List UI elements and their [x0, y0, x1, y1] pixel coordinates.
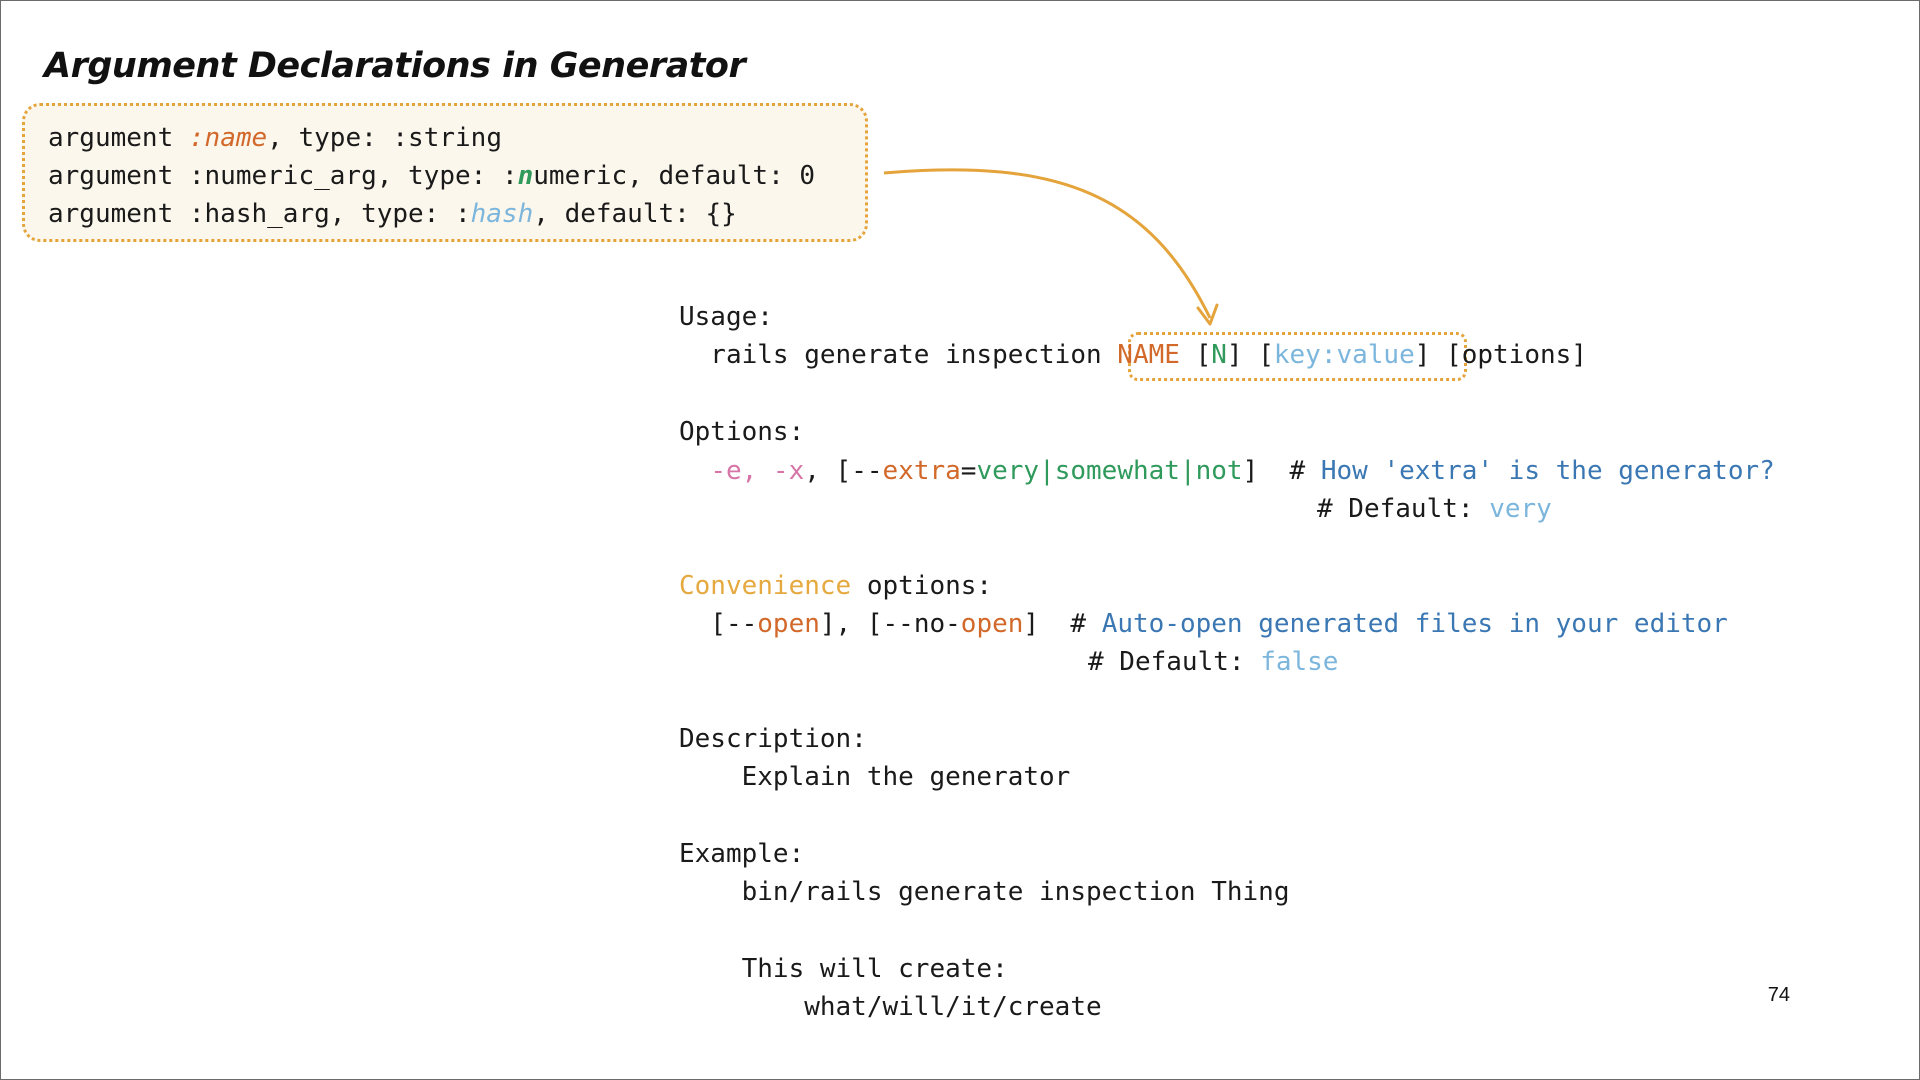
- slide-title: Argument Declarations in Generator: [44, 46, 746, 86]
- code-line-numeric-argument: argument :numeric_arg, type: :numeric, d…: [48, 161, 816, 191]
- example-created-path: what/will/it/create: [679, 992, 1102, 1022]
- option-extra-default: # Default: very: [1317, 494, 1552, 524]
- convenience-options-header: Convenience options:: [679, 571, 993, 601]
- description-header: Description:: [679, 724, 867, 754]
- option-open-line: [--open], [--no-open] # Auto-open genera…: [679, 609, 1728, 639]
- option-open-description: Auto-open generated files in your editor: [1101, 609, 1728, 639]
- option-open-default: # Default: false: [1088, 647, 1339, 677]
- usage-header: Usage:: [679, 302, 773, 332]
- page-number: 74: [1767, 984, 1790, 1006]
- option-open-default-value: false: [1260, 647, 1339, 677]
- example-command: bin/rails generate inspection Thing: [679, 877, 1290, 907]
- example-header: Example:: [679, 839, 805, 869]
- usage-line: rails generate inspection NAME [N] [key:…: [679, 340, 1587, 370]
- code-line-name-argument: argument :name, type: :string: [48, 123, 502, 153]
- option-extra-line: -e, -x, [--extra=very|somewhat|not] # Ho…: [710, 456, 1775, 486]
- open-flag: open: [757, 609, 820, 639]
- usage-arguments-highlight: [1128, 332, 1467, 381]
- description-text: Explain the generator: [679, 762, 1071, 792]
- option-extra-name: extra: [882, 456, 961, 486]
- option-extra-values: very|somewhat|not: [976, 456, 1243, 486]
- no-open-flag: open: [960, 609, 1024, 639]
- convenience-word: Convenience: [679, 571, 852, 601]
- usage-key-value-arg: key:value: [1273, 340, 1415, 370]
- example-will-create: This will create:: [679, 954, 1008, 984]
- usage-n-arg: N: [1211, 340, 1227, 370]
- code-line-hash-argument: argument :hash_arg, type: :hash, default…: [48, 199, 737, 229]
- usage-name-arg: NAME: [1117, 340, 1180, 370]
- option-extra-description: How 'extra' is the generator?: [1320, 456, 1775, 486]
- code-snippet-box: argument :name, type: :string argument :…: [22, 103, 868, 242]
- name-symbol: :name: [188, 123, 268, 153]
- numeric-n-char: n: [517, 161, 534, 191]
- hash-word: hash: [470, 199, 534, 229]
- option-extra-default-value: very: [1489, 494, 1552, 524]
- option-flags: -e, -x: [710, 456, 805, 486]
- options-header: Options:: [679, 417, 805, 447]
